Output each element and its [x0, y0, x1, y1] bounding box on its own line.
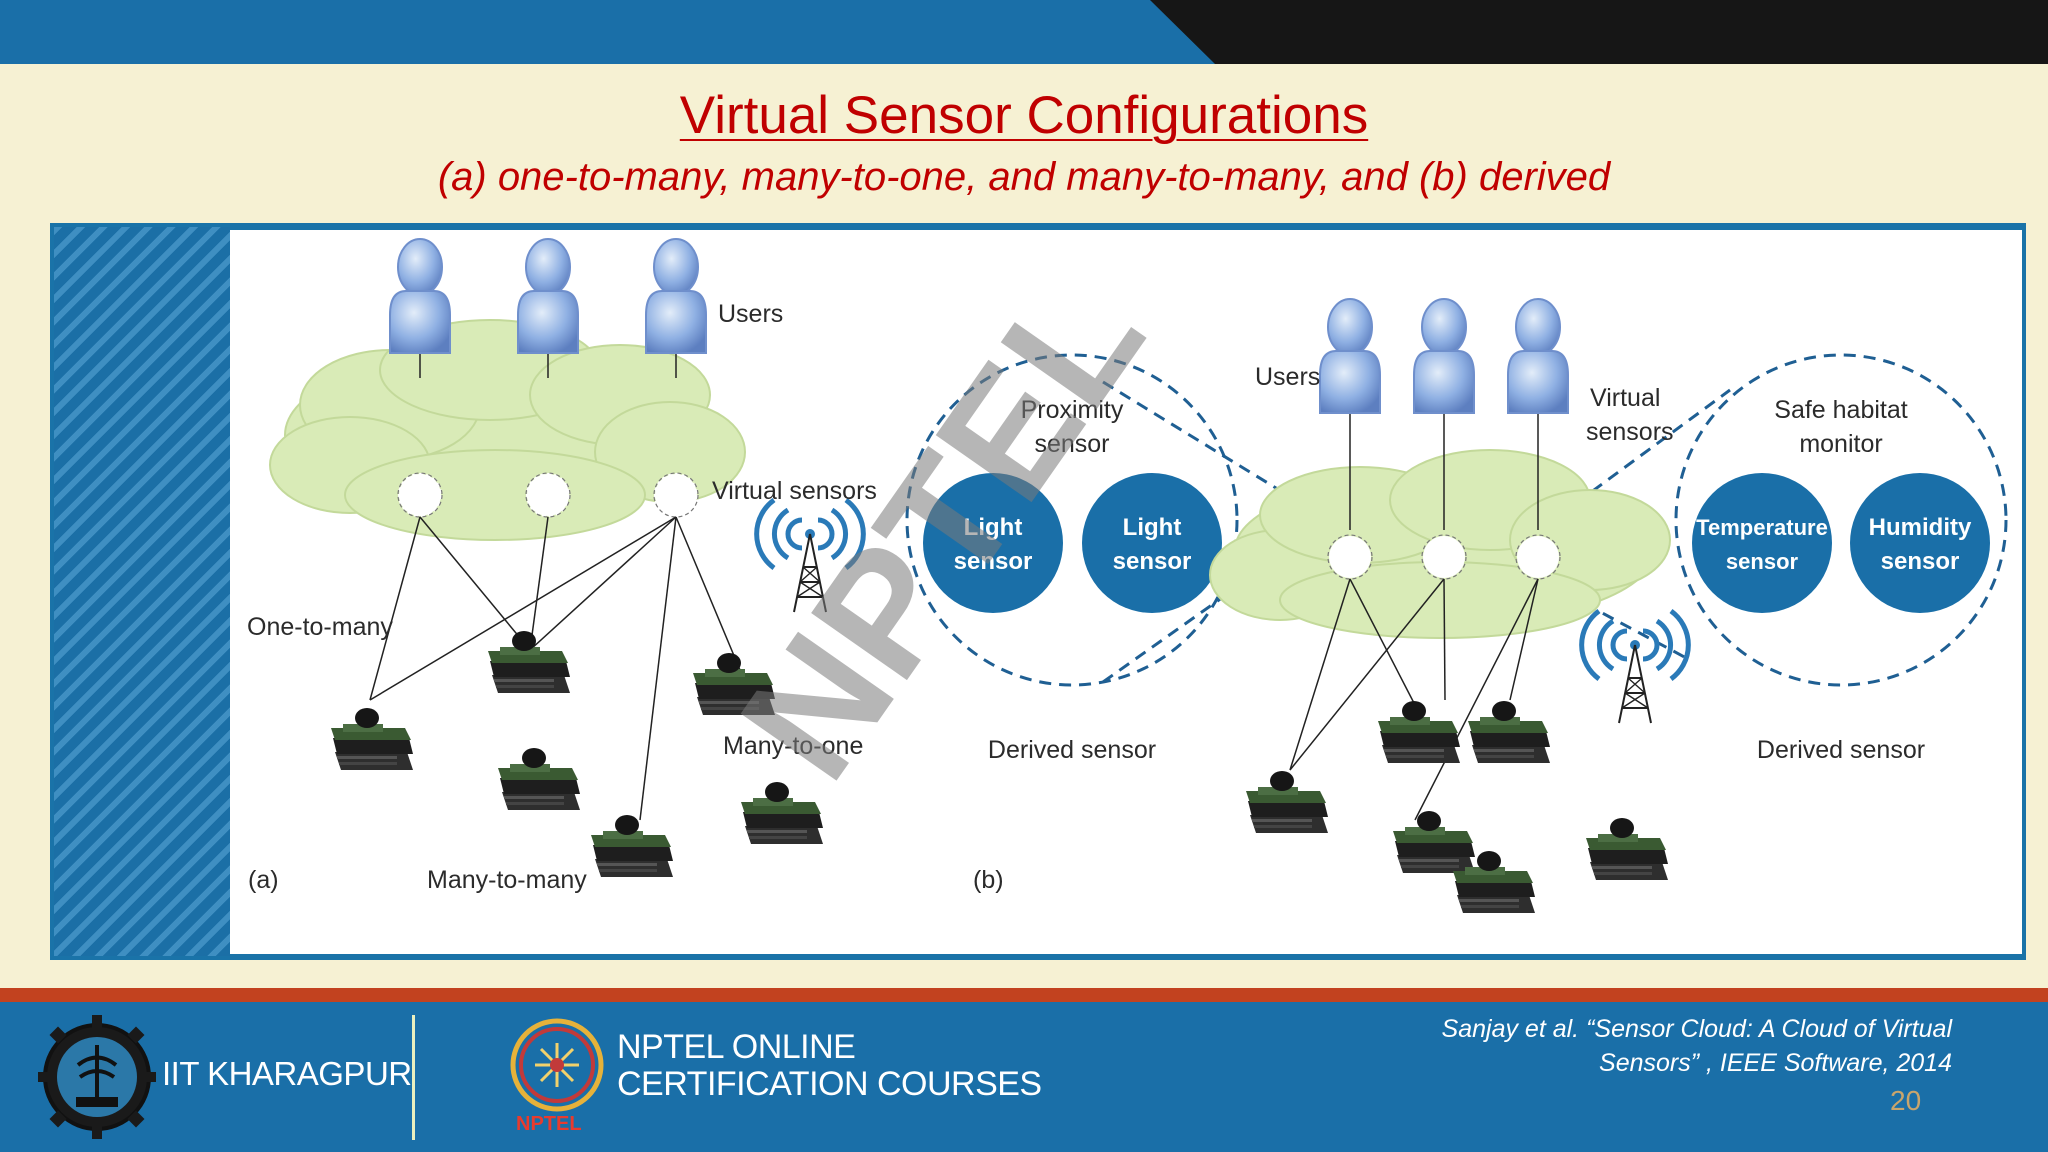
temp-sensor-line1: Temperature	[1696, 515, 1828, 540]
light-sensor-2-line1: Light	[1123, 514, 1182, 541]
user-icon	[1319, 298, 1381, 414]
iit-kharagpur-logo	[38, 1015, 156, 1139]
humidity-sensor-bubble	[1850, 473, 1990, 613]
temperature-sensor-bubble	[1692, 473, 1832, 613]
label-virtual-sensors-a: Virtual sensors	[712, 477, 877, 505]
virtual-sensor-diagram: Users Virtual sensors One-to-many Many-t…	[247, 238, 2008, 913]
label-safe-2: monitor	[1799, 430, 1882, 458]
light-sensor-bubble	[1082, 473, 1222, 613]
sensor-node-icon	[498, 748, 580, 810]
user-icon	[389, 238, 451, 354]
iit-kharagpur-label: IIT KHARAGPUR	[162, 1055, 412, 1092]
label-one-to-many: One-to-many	[247, 613, 393, 641]
sensor-node-icon	[331, 708, 413, 770]
sensor-node-icon	[1468, 701, 1550, 763]
humid-sensor-line1: Humidity	[1869, 514, 1972, 541]
citation: Sanjay et al. “Sensor Cloud: A Cloud of …	[1252, 1012, 1952, 1080]
label-users-b: Users	[1255, 363, 1320, 391]
label-proximity-1: Proximity	[1021, 396, 1124, 424]
label-derived-left: Derived sensor	[988, 736, 1156, 764]
slide-title-wrap: Virtual Sensor Configurations	[0, 80, 2048, 152]
proximity-derived-boundary	[905, 353, 1239, 687]
user-icon	[1507, 298, 1569, 414]
light-sensor-2-line2: sensor	[1113, 548, 1192, 575]
label-virtual-b-2: sensors	[1586, 418, 1674, 446]
humid-sensor-line2: sensor	[1881, 548, 1960, 575]
label-many-to-one: Many-to-one	[723, 732, 863, 760]
label-proximity-2: sensor	[1034, 430, 1109, 458]
virtual-sensor-node	[1517, 536, 1559, 578]
sensor-node-icon	[1393, 811, 1475, 873]
light-sensor-1-line1: Light	[964, 514, 1023, 541]
sensor-node-icon	[1378, 701, 1460, 763]
slide-title: Virtual Sensor Configurations	[679, 86, 1369, 145]
nptel-label-line2: CERTIFICATION COURSES	[617, 1065, 1042, 1103]
label-many-to-many: Many-to-many	[427, 866, 587, 894]
top-header-bar	[0, 0, 2048, 64]
virtual-sensor-node	[654, 473, 698, 517]
virtual-sensor-node	[1423, 536, 1465, 578]
safe-habitat-boundary	[1674, 353, 2008, 687]
citation-line2: Sensors” , IEEE Software, 2014	[1599, 1049, 1952, 1077]
footer-bar	[0, 1002, 2048, 1152]
sensor-node-icon	[1246, 771, 1328, 833]
footer-divider	[412, 1015, 415, 1140]
page-number: 20	[1890, 1085, 1922, 1116]
label-safe-1: Safe habitat	[1774, 396, 1907, 424]
sensor-node-icon	[591, 815, 673, 877]
slide-subtitle: (a) one-to-many, many-to-one, and many-t…	[437, 155, 1611, 199]
virtual-sensor-node	[526, 473, 570, 517]
antenna-tower-icon	[1582, 611, 1689, 723]
temp-sensor-line2: sensor	[1726, 549, 1799, 574]
sensor-node-icon	[1586, 818, 1668, 880]
virtual-sensor-node	[398, 473, 442, 517]
label-panel-b: (b)	[973, 866, 1004, 894]
user-icon	[517, 238, 579, 354]
light-sensor-bubble	[923, 473, 1063, 613]
footer-accent-line	[0, 988, 2048, 1002]
label-virtual-b-1: Virtual	[1590, 384, 1660, 412]
label-derived-right: Derived sensor	[1757, 736, 1925, 764]
user-icon	[1413, 298, 1475, 414]
label-users-a: Users	[718, 300, 783, 328]
virtual-sensor-node	[1329, 536, 1371, 578]
nptel-logo	[510, 1018, 604, 1112]
nptel-label-line1: NPTEL ONLINE	[617, 1028, 856, 1066]
sensor-node-icon	[488, 631, 570, 693]
label-panel-a: (a)	[248, 866, 279, 894]
sensor-node-icon	[741, 782, 823, 844]
light-sensor-1-line2: sensor	[954, 548, 1033, 575]
figure-panel: Users Virtual sensors One-to-many Many-t…	[230, 230, 2022, 954]
nptel-small-label: NPTEL	[516, 1113, 582, 1135]
user-icon	[645, 238, 707, 354]
figure-stripes	[54, 227, 230, 956]
citation-line1: Sanjay et al. “Sensor Cloud: A Cloud of …	[1441, 1015, 1952, 1043]
